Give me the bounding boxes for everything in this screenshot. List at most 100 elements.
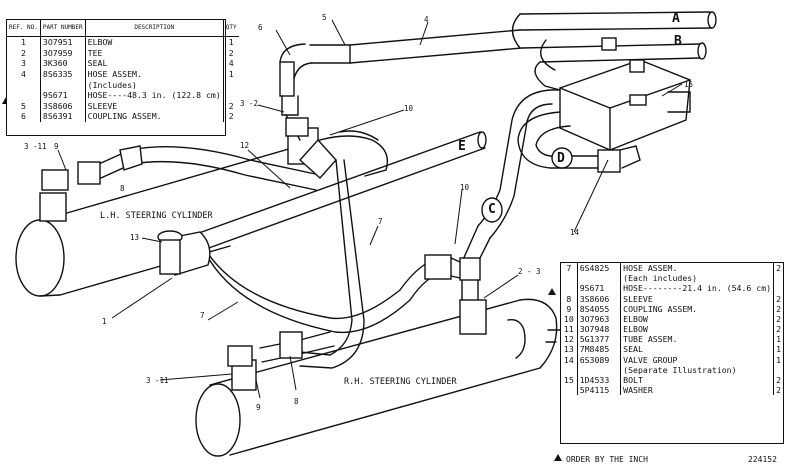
tube-assem-12 xyxy=(184,131,487,254)
callout-6: 6 xyxy=(258,23,263,32)
description-cell: HOSE----48.3 in. (122.8 cm) xyxy=(85,89,224,101)
callout-10-top: 10 xyxy=(404,104,414,113)
description-cell: HOSE ASSEM. xyxy=(85,68,224,80)
qty-cell: 2 xyxy=(228,100,234,111)
qty-cell: 1 xyxy=(776,344,781,355)
description-cell: TUBE ASSEM. xyxy=(620,334,775,345)
callout-3-2: 3 -2 xyxy=(240,99,258,108)
ref-cell: 3 xyxy=(7,58,41,69)
part-number-cell: 5P4115 xyxy=(577,385,622,396)
qty-cell: 2 xyxy=(776,385,781,396)
description-cell: WASHER xyxy=(620,385,775,396)
part-number-cell: 6S3089 xyxy=(577,354,622,365)
qty-cell: 1 xyxy=(776,334,781,345)
description-cell: ELBOW xyxy=(620,313,775,325)
table-row: (Separate Illustration) xyxy=(561,364,783,376)
elbow-1 xyxy=(157,230,211,276)
description-cell: BOLT xyxy=(620,375,775,386)
hose-assem-4 xyxy=(279,29,523,141)
part-number-cell: 3S8606 xyxy=(577,293,622,304)
part-number-cell: 9S671 xyxy=(577,283,622,294)
part-number-cell: 3O7951 xyxy=(40,36,86,48)
part-number-cell: 3K360 xyxy=(40,58,86,69)
qty-cell: 4 xyxy=(228,58,234,69)
qty-cell xyxy=(223,79,238,90)
table-row: (Includes) xyxy=(7,79,239,90)
callout-7-right: 7 xyxy=(378,217,383,226)
qty-cell: 1 xyxy=(228,68,234,79)
letter-e: E xyxy=(458,139,466,154)
qty-cell: 2 xyxy=(228,47,234,58)
callout-3-11-left: 3 -11 xyxy=(24,142,47,151)
callout-13: 13 xyxy=(130,233,139,242)
part-number-cell: 1D4533 xyxy=(577,375,622,386)
qty-cell xyxy=(774,273,783,283)
ref-cell: 9 xyxy=(561,303,578,314)
qty-cell: 2 xyxy=(228,111,234,122)
callout-8-left: 8 xyxy=(120,184,125,193)
description-cell: (Includes) xyxy=(85,79,224,90)
callout-9-left: 9 xyxy=(54,142,59,151)
hose-c xyxy=(459,89,561,301)
rh-steering-cylinder xyxy=(195,298,561,457)
description-cell: HOSE--------21.4 in. (54.6 cm) xyxy=(620,283,775,294)
callout-3-11-bottom: 3 -11 xyxy=(146,376,169,385)
description-cell: COUPLING ASSEM. xyxy=(620,303,775,314)
qty-cell: 1 xyxy=(776,354,781,365)
valve-group-14 xyxy=(559,37,691,151)
description-cell: SEAL xyxy=(85,58,224,69)
letter-d: D xyxy=(557,151,565,166)
ref-cell: 8 xyxy=(561,293,578,304)
callout-2-3: 2 - 3 xyxy=(518,267,541,276)
ref-cell: 5 xyxy=(7,100,41,112)
qty-cell: 2 xyxy=(776,324,781,335)
part-number-cell xyxy=(577,273,622,284)
part-number-cell: 3S8606 xyxy=(40,100,86,112)
qty-cell: 2 xyxy=(776,313,781,324)
description-cell: HOSE ASSEM. xyxy=(620,263,775,274)
description-cell: SEAL xyxy=(620,344,775,355)
ref-cell: 7 xyxy=(561,263,578,274)
qty-cell xyxy=(223,90,238,101)
description-cell: COUPLING ASSEM. xyxy=(85,111,224,122)
header-part-number: PART NUMBER xyxy=(40,20,86,37)
callout-14: 14 xyxy=(570,228,580,237)
ref-cell: 13 xyxy=(561,344,578,355)
callout-5: 5 xyxy=(322,13,327,22)
qty-cell xyxy=(774,283,783,293)
rh-cylinder-label: R.H. STEERING CYLINDER xyxy=(344,377,457,387)
header-ref-no: REF. NO. xyxy=(7,20,41,37)
callout-15: 15 xyxy=(684,80,693,89)
order-by-inch-marker-2 xyxy=(548,288,556,295)
part-number-cell: 3O7948 xyxy=(577,324,622,335)
callout-9-bottom: 9 xyxy=(256,403,261,412)
ref-cell: 4 xyxy=(7,68,41,80)
part-number-cell xyxy=(577,364,622,376)
qty-cell: 2 xyxy=(776,303,781,314)
part-number-cell: 8S6391 xyxy=(40,111,86,122)
part-number-cell: 8S6335 xyxy=(40,68,86,80)
ref-cell xyxy=(561,273,578,284)
ref-cell: 12 xyxy=(561,334,578,345)
ref-cell: 6 xyxy=(7,111,41,122)
part-number-cell: 7M8485 xyxy=(577,344,622,355)
hose-assem-bottom-8 xyxy=(227,331,335,367)
description-cell: ELBOW xyxy=(85,36,224,48)
